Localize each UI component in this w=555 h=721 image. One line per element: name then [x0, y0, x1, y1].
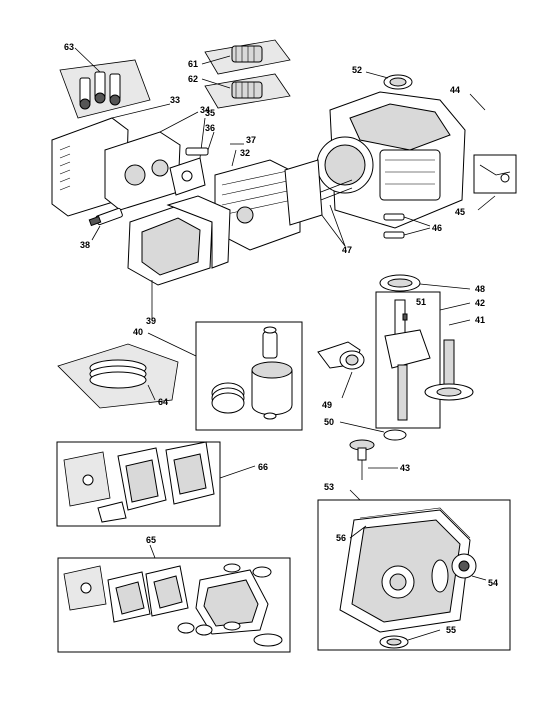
callout-51: 51: [416, 297, 426, 307]
callout-62: 62: [188, 74, 198, 84]
callout-50: 50: [324, 417, 334, 427]
callout-35: 35: [205, 108, 215, 118]
part-44-breather-tube[interactable]: 44: [439, 85, 503, 152]
part-42-crankshaft[interactable]: 42: [375, 291, 485, 429]
callout-46: 46: [432, 223, 442, 233]
callout-39: 39: [146, 316, 156, 326]
part-46-bolts[interactable]: 46: [383, 213, 442, 239]
part-34-muffler[interactable]: 34: [104, 105, 210, 211]
part-37-head-gasket[interactable]: 37: [230, 135, 323, 226]
part-39-rocker-cover[interactable]: 39: [127, 195, 231, 326]
part-45-breather-kit[interactable]: 45: [455, 154, 517, 217]
callout-66: 66: [258, 462, 268, 472]
callout-52: 52: [352, 65, 362, 75]
part-66-gasket-kit[interactable]: 66: [56, 441, 268, 527]
callout-48: 48: [475, 284, 485, 294]
part-49-connecting-rod[interactable]: 49: [317, 341, 365, 410]
callout-34: 34: [200, 105, 210, 115]
callout-40: 40: [133, 327, 143, 337]
part-64-piston-rings[interactable]: 64: [57, 343, 179, 409]
callout-47: 47: [342, 245, 352, 255]
engine-block[interactable]: [316, 91, 466, 229]
part-50-washer[interactable]: 50: [324, 417, 407, 441]
callout-45: 45: [455, 207, 465, 217]
part-54-governor-gear[interactable]: 54: [451, 553, 498, 588]
part-61-valve-spring[interactable]: 61: [188, 39, 291, 75]
part-63-valve-kit[interactable]: 63: [59, 42, 151, 119]
callout-53: 53: [324, 482, 334, 492]
part-55-oil-seal[interactable]: 55: [379, 625, 456, 649]
callout-65: 65: [146, 535, 156, 545]
callout-63: 63: [64, 42, 74, 52]
part-38-spark-plug[interactable]: 38: [80, 207, 123, 250]
part-40-piston-assembly[interactable]: 40: [133, 321, 303, 431]
callout-41: 41: [475, 315, 485, 325]
callout-32: 32: [240, 148, 250, 158]
part-51-key[interactable]: 51: [402, 297, 426, 321]
callout-33: 33: [170, 95, 180, 105]
callout-43: 43: [400, 463, 410, 473]
part-53-crankcase-cover[interactable]: 53: [317, 482, 511, 651]
callout-36: 36: [205, 123, 215, 133]
part-43-dipstick[interactable]: 43: [349, 439, 410, 480]
callout-54: 54: [488, 578, 498, 588]
callout-64: 64: [158, 397, 168, 407]
callout-44: 44: [450, 85, 460, 95]
part-65-gasket-kit[interactable]: 65: [57, 535, 291, 653]
callout-42: 42: [475, 298, 485, 308]
callout-38: 38: [80, 240, 90, 250]
callout-56: 56: [336, 533, 346, 543]
part-35-gasket[interactable]: 35: [169, 108, 215, 196]
part-62-valve-spring[interactable]: 62: [188, 73, 291, 109]
part-48-crank-seal[interactable]: 48: [379, 274, 485, 294]
callout-37: 37: [246, 135, 256, 145]
part-56-cover-gasket[interactable]: 56: [336, 507, 471, 543]
part-32-cylinder-head[interactable]: 32: [214, 148, 301, 251]
part-41-camshaft[interactable]: 41: [424, 315, 485, 401]
part-52-oil-seal[interactable]: 52: [352, 65, 413, 90]
callout-55: 55: [446, 625, 456, 635]
callout-61: 61: [188, 59, 198, 69]
callout-49: 49: [322, 400, 332, 410]
part-36-bolt[interactable]: 36: [185, 123, 215, 156]
